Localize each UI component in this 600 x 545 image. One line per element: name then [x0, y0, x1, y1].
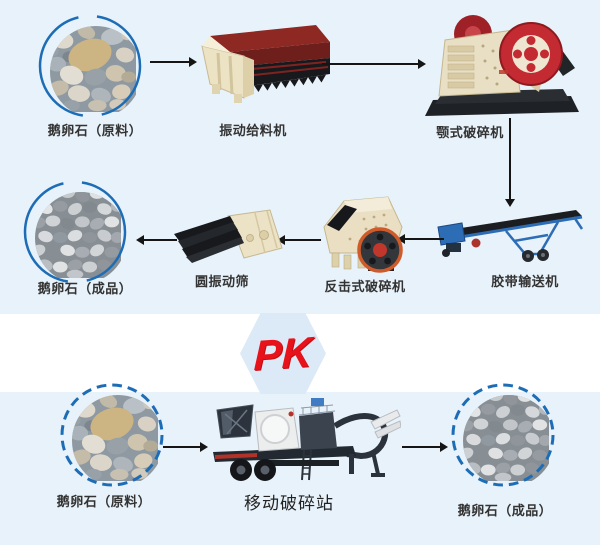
- belt-conveyor-image: [437, 210, 584, 262]
- label-impact-crusher: 反击式破碎机: [324, 279, 406, 294]
- label-raw-material-bottom: 鹅卵石（原料）: [56, 494, 152, 509]
- label-belt-conveyor: 胶带输送机: [491, 274, 559, 289]
- arc-border: [38, 14, 142, 118]
- impact-crusher-image: [323, 196, 403, 273]
- arc-border: [23, 180, 127, 284]
- label-jaw-crusher: 颚式破碎机: [436, 125, 504, 140]
- flow-arrow-raw-to-feeder: [150, 57, 197, 67]
- flow-arrow-feeder-to-jaw: [322, 59, 426, 69]
- flow-arrow-conveyor-to-impact: [397, 234, 444, 244]
- flow-arrow-jaw-to-conveyor: [505, 118, 515, 207]
- flow-arrow-raw-to-mobile: [163, 442, 208, 452]
- stone-circle-product-bottom: [451, 383, 555, 487]
- dashed-border: [451, 383, 555, 487]
- stone-circle-product-middle: [23, 180, 127, 284]
- flow-arrow-mobile-to-product: [402, 442, 448, 452]
- flow-arrow-impact-to-screen: [277, 235, 321, 245]
- label-raw-material-top: 鹅卵石（原料）: [47, 123, 143, 138]
- dashed-border: [60, 383, 164, 487]
- flow-arrow-screen-to-product: [136, 235, 177, 245]
- label-vibrating-feeder: 振动给料机: [219, 123, 287, 138]
- pk-hexagon: [240, 313, 326, 394]
- pk-text: PK: [253, 327, 313, 379]
- stone-circle-raw-bottom: [60, 383, 164, 487]
- label-vibrating-screen: 圆振动筛: [194, 274, 250, 289]
- jaw-crusher-image: [425, 15, 579, 116]
- mobile-crusher-image: [213, 398, 401, 481]
- stone-circle-raw-top: [38, 14, 142, 118]
- label-mobile-station: 移动破碎站: [244, 494, 334, 513]
- vibrating-screen-image: [174, 209, 283, 263]
- vibrating-feeder-image: [201, 25, 330, 103]
- label-finished-product-middle: 鹅卵石（成品）: [37, 281, 133, 296]
- label-finished-product-bottom: 鹅卵石（成品）: [457, 503, 553, 518]
